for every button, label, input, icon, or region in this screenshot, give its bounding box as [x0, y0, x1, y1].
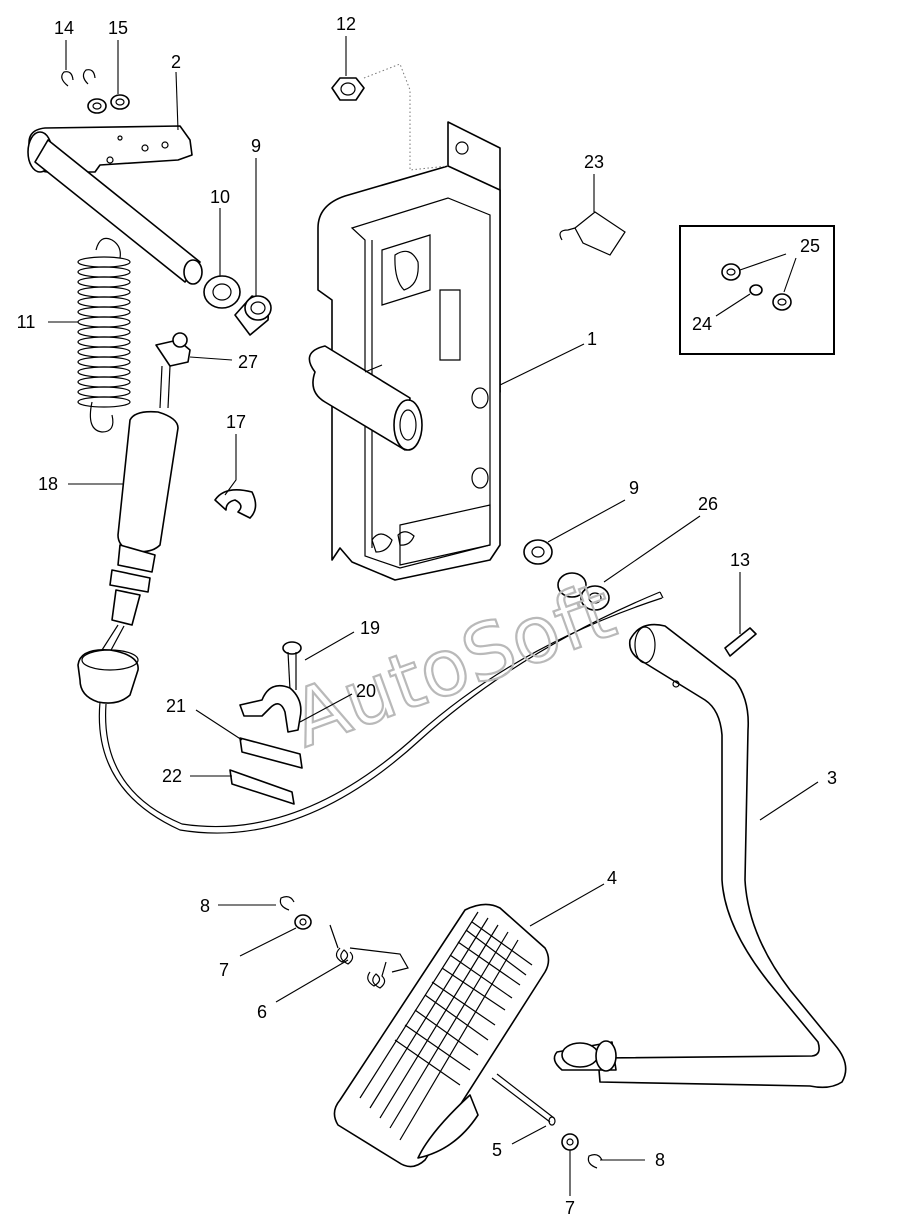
callout-13: 13 [730, 550, 750, 570]
part-17-clip [214, 489, 257, 519]
callout-17: 17 [226, 412, 246, 432]
callout-1: 1 [587, 329, 597, 349]
spring-coil [77, 356, 131, 368]
callout-20: 20 [356, 681, 376, 701]
callouts: 14 15 2 12 9 10 23 25 24 11 27 1 17 18 9… [17, 14, 837, 1218]
part-10-washer [203, 275, 241, 309]
callout-7-left: 7 [219, 960, 229, 980]
spring-coil [77, 316, 131, 328]
spring-coil [77, 386, 131, 398]
part-9-bushing [234, 295, 272, 336]
part-4-pedal-pad [333, 903, 550, 1168]
callout-14: 14 [54, 18, 74, 38]
spring-coil [77, 266, 131, 278]
spring-coil [77, 326, 131, 338]
callout-15: 15 [108, 18, 128, 38]
part-12-nut [331, 63, 449, 171]
callout-24: 24 [692, 314, 712, 334]
part-5-pin [491, 1073, 556, 1126]
inset-box [679, 225, 835, 355]
callout-8-left: 8 [200, 896, 210, 916]
part-13-pin [724, 627, 757, 657]
callout-5: 5 [492, 1140, 502, 1160]
callout-3: 3 [827, 768, 837, 788]
callout-11: 11 [17, 312, 36, 332]
part-15-washer [87, 94, 130, 114]
callout-9-right: 9 [629, 478, 639, 498]
callout-26: 26 [698, 494, 718, 514]
part-3-pedal-arm [553, 623, 847, 1089]
callout-6: 6 [257, 1002, 267, 1022]
part-21-plate [239, 737, 303, 769]
part-23-spring-clip [559, 211, 626, 256]
part-27-ball-joint [155, 332, 191, 409]
callout-19: 19 [360, 618, 380, 638]
callout-12: 12 [336, 14, 356, 34]
callout-4: 4 [607, 868, 617, 888]
spring-coil [77, 336, 131, 348]
spring-coil [77, 346, 131, 358]
callout-23: 23 [584, 152, 604, 172]
spring-coil [77, 276, 131, 288]
part-6-return-spring [329, 924, 409, 989]
callout-7-bottom: 7 [565, 1198, 575, 1218]
callout-10: 10 [210, 187, 230, 207]
spring-coil [77, 256, 131, 268]
callout-27: 27 [238, 352, 258, 372]
part-18-cable-housing [77, 410, 664, 834]
part-9-bushing-right [523, 539, 553, 565]
spring-coil [77, 366, 131, 378]
watermark-text: AutoSoft [281, 566, 627, 765]
callout-25: 25 [800, 236, 820, 256]
callout-2: 2 [171, 52, 181, 72]
part-1-bracket [308, 121, 501, 581]
spring-coil [77, 376, 131, 388]
spring-coil [77, 306, 131, 318]
part-14-retaining-clip [61, 69, 96, 87]
callout-8-right: 8 [655, 1150, 665, 1170]
spring-coil [77, 296, 131, 308]
part-19-screw [282, 641, 302, 691]
callout-21: 21 [166, 696, 186, 716]
leader-lines [48, 36, 819, 1196]
spring-coil [77, 286, 131, 298]
callout-18: 18 [38, 474, 58, 494]
part-20-clamp [239, 684, 302, 733]
spring-coil [77, 396, 131, 408]
callout-22: 22 [162, 766, 182, 786]
part-8-e-clip [279, 896, 603, 1169]
callout-9-top: 9 [251, 136, 261, 156]
part-2-lever-shaft [27, 125, 203, 285]
part-11-spring [77, 237, 131, 433]
part-7-washer [294, 914, 579, 1151]
part-26-bushing [557, 572, 610, 611]
part-22-plate [229, 769, 295, 805]
